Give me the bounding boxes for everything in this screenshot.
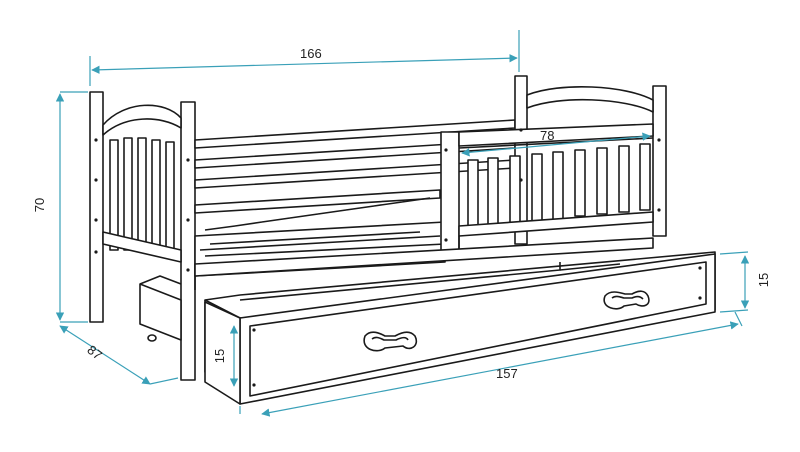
drawer-height-side-label: 15 [756, 273, 771, 287]
dimension-lines [55, 30, 750, 417]
drawer-height-front-label: 15 [212, 349, 227, 363]
drawer-length-label: 157 [496, 366, 518, 381]
overall-length-label: 166 [300, 46, 322, 61]
screw-dots [94, 128, 702, 387]
guard-rail [440, 123, 654, 257]
height-label: 70 [32, 198, 47, 212]
side-box [139, 275, 182, 342]
depth-label: 87 [84, 342, 105, 363]
back-rails [194, 119, 516, 214]
drawer [204, 251, 716, 405]
bed-frame [89, 75, 716, 405]
front-rail [194, 237, 654, 290]
guard-rail-length-label: 78 [540, 128, 554, 143]
